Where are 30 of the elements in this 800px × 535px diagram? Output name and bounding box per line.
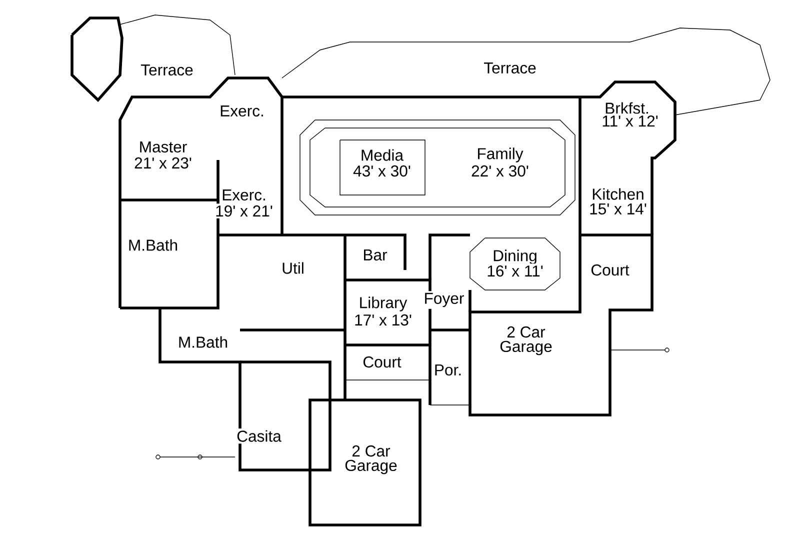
room-name: Casita: [234, 428, 284, 444]
room-name: Library: [357, 294, 409, 314]
room-size: 21' x 23': [132, 156, 194, 170]
room-name: Util: [280, 260, 306, 276]
room-name: Media: [358, 147, 406, 163]
room-name: Bar: [360, 248, 390, 262]
room-name: Garage: [342, 458, 400, 476]
room-name: Foyer: [422, 291, 466, 309]
room-size: 15' x 14': [587, 202, 649, 216]
room-name: Exerc.: [218, 104, 266, 118]
room-name: 2 Car: [504, 324, 548, 340]
room-size: 11' x 12': [600, 114, 660, 128]
room-name: Exerc.: [220, 188, 268, 202]
room-name: Family: [474, 146, 526, 164]
room-size: 22' x 30': [469, 164, 531, 178]
room-name: Court: [360, 354, 404, 370]
room-size: 16' x 11': [484, 264, 546, 278]
room-name: Terrace: [482, 60, 538, 76]
room-name: 2 Car: [350, 444, 392, 458]
room-name: Kitchen: [590, 186, 646, 202]
room-size: 43' x 30': [351, 164, 413, 178]
room-name: Master: [137, 140, 189, 154]
room-name: M.Bath: [126, 237, 180, 253]
room-name: Por.: [432, 362, 464, 378]
room-name: M.Bath: [176, 334, 230, 350]
room-size: 17' x 13': [352, 312, 414, 328]
room-name: Garage: [498, 339, 554, 357]
room-name: Court: [588, 262, 632, 278]
room-size: 19' x 21': [213, 204, 275, 218]
room-name: Terrace: [138, 62, 196, 78]
